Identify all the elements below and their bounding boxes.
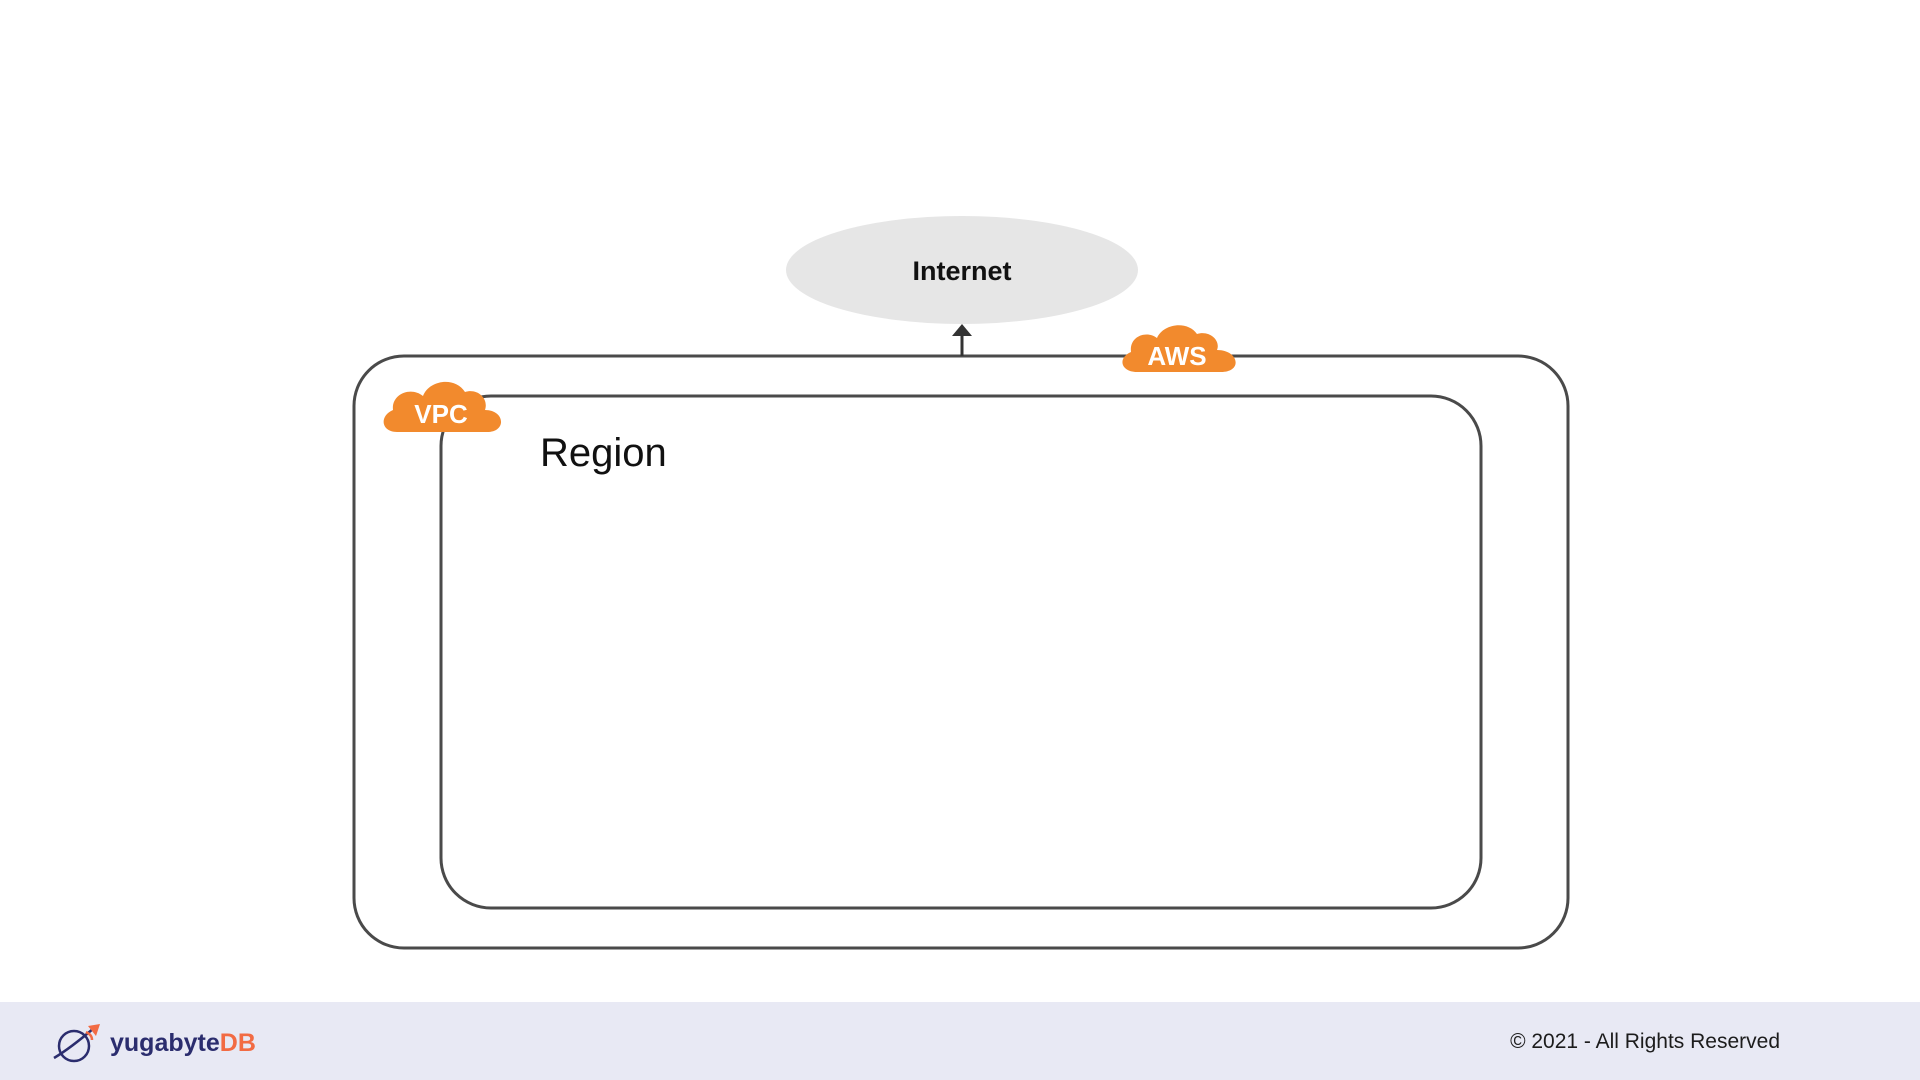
network-diagram: Internet AWS VPC Region bbox=[352, 216, 1570, 950]
copyright-text: © 2021 - All Rights Reserved bbox=[1510, 1030, 1780, 1053]
brand-name-main: yugabyte bbox=[110, 1028, 220, 1057]
aws-label: AWS bbox=[1147, 341, 1206, 371]
vpc-label: VPC bbox=[414, 399, 468, 429]
brand: yugabyteDB bbox=[50, 1022, 256, 1064]
internet-label: Internet bbox=[912, 256, 1011, 286]
internet-node: Internet bbox=[786, 216, 1138, 324]
arrow-up-icon bbox=[952, 324, 972, 356]
brand-name: yugabyteDB bbox=[110, 1028, 256, 1057]
footer-bar: yugabyteDB © 2021 - All Rights Reserved bbox=[0, 1002, 1920, 1080]
region-label: Region bbox=[540, 431, 667, 475]
yugabytedb-logo-icon bbox=[53, 1024, 100, 1063]
brand-name-accent: DB bbox=[219, 1028, 256, 1057]
region-boundary bbox=[439, 394, 1483, 910]
aws-cloud-icon: AWS bbox=[1122, 325, 1236, 372]
aws-boundary bbox=[352, 354, 1570, 950]
internet-ellipse bbox=[786, 216, 1138, 324]
vpc-cloud-icon: VPC bbox=[383, 381, 502, 432]
